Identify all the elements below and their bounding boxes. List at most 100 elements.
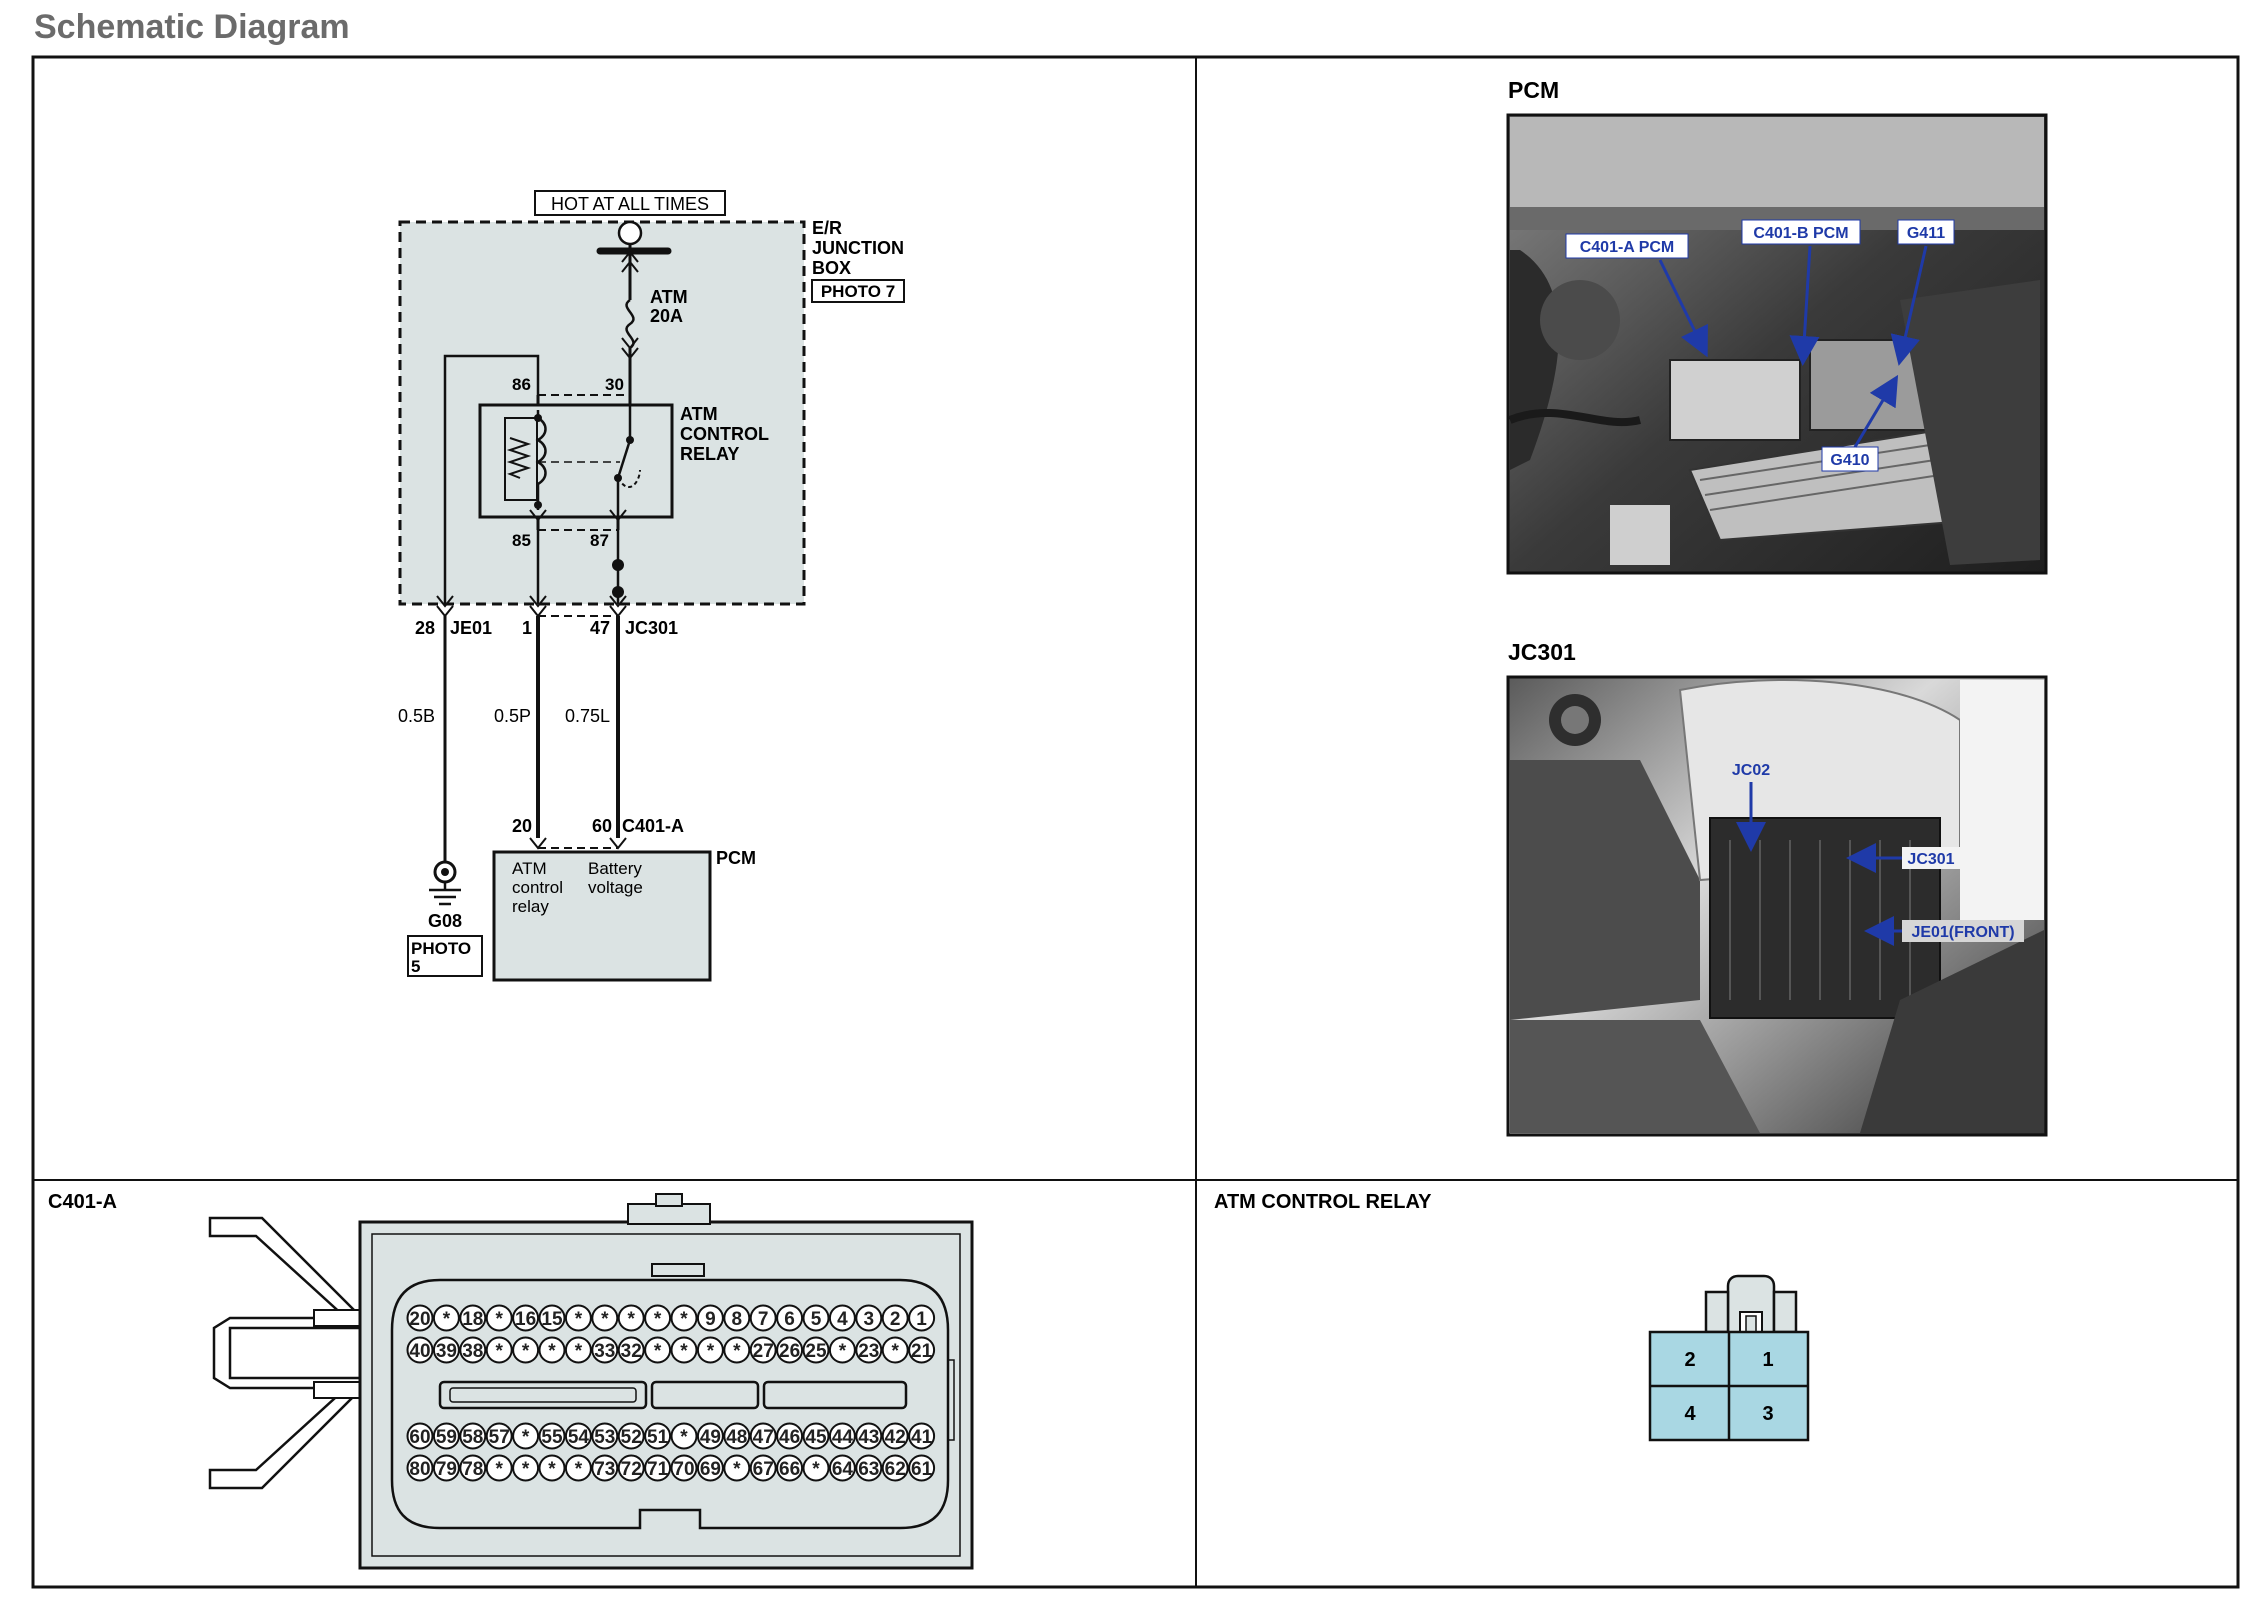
c401a-pin-circle <box>617 1304 645 1332</box>
c401a-pin-label: 38 <box>462 1341 483 1362</box>
c401a-pin-circle <box>591 1454 619 1482</box>
c401a-pin-circle <box>512 1304 540 1332</box>
c401a-pin-label: 43 <box>858 1427 879 1448</box>
c401a-pin-label: * <box>627 1309 635 1330</box>
c401a-pin-label: * <box>443 1309 451 1330</box>
c401a-pin-label: 60 <box>409 1427 430 1448</box>
pcm-func2-line2: voltage <box>588 878 643 897</box>
c401a-pin-circle <box>802 1422 830 1450</box>
c401a-pin-label: 6 <box>784 1309 795 1330</box>
c401a-pin-circle <box>512 1422 540 1450</box>
c401a-pin-label: 49 <box>700 1427 721 1448</box>
jc301-connector: JC301 <box>625 618 678 638</box>
c401a-pin-label: 20 <box>409 1309 430 1330</box>
c401a-pin-circle <box>855 1304 883 1332</box>
arrow-g410 <box>1853 374 1899 448</box>
c401a-pin-circle <box>776 1336 804 1364</box>
c401a-pin-label: 4 <box>837 1309 848 1330</box>
page-title: Schematic Diagram <box>34 8 350 46</box>
c401a-pin-circle <box>459 1336 487 1364</box>
c401a-pin-circle <box>406 1422 434 1450</box>
c401a-pin-circle <box>828 1304 856 1332</box>
c401a-pin-label: 5 <box>811 1309 822 1330</box>
c401a-pin-label: 48 <box>726 1427 747 1448</box>
c401a-pin-circle <box>855 1336 883 1364</box>
c401a-pin-circle <box>564 1336 592 1364</box>
c401a-pin-label: * <box>601 1309 609 1330</box>
wire-label-0-5p: 0.5P <box>494 706 531 726</box>
pcm-func1-line2: control <box>512 878 563 897</box>
c401a-pin-circle <box>406 1454 434 1482</box>
c401a-pin-circle <box>723 1454 751 1482</box>
pcm-func1-line1: ATM <box>512 859 547 878</box>
callout-jc301: JC301 <box>1907 851 1954 868</box>
c401a-pin-label: 40 <box>409 1341 430 1362</box>
callout-c401b-pcm: C401-B PCM <box>1753 225 1848 242</box>
c401a-pin-label: 51 <box>647 1427 669 1448</box>
je01-connector: JE01 <box>450 618 492 638</box>
schematic-diagram: HOT AT ALL TIMES E/R JUNCTION BOX PHOTO … <box>398 190 905 982</box>
layout-frame <box>31 55 2240 1589</box>
c401a-pin-circle <box>749 1336 777 1364</box>
c401a-pin-label: * <box>522 1341 530 1362</box>
c401a-pin-circle <box>538 1454 566 1482</box>
je01-pin: 28 <box>415 618 435 638</box>
c401a-pin-label: 73 <box>594 1459 615 1480</box>
c401a-pin-circle <box>881 1454 909 1482</box>
c401a-pin-circle <box>617 1336 645 1364</box>
c401a-pin-circle <box>881 1422 909 1450</box>
relay-connector-title: ATM CONTROL RELAY <box>1214 1191 1432 1213</box>
c401a-pin-label: * <box>575 1309 583 1330</box>
c401a-pin-label: 62 <box>885 1459 906 1480</box>
c401a-pin-label: 21 <box>911 1341 933 1362</box>
jc301-photo-title: JC301 <box>1508 639 1576 665</box>
c401a-pin-label: 33 <box>594 1341 615 1362</box>
c401a-pin-circle <box>776 1454 804 1482</box>
relay-label-3: RELAY <box>680 444 739 464</box>
c401a-pin-circle <box>670 1454 698 1482</box>
c401a-pin-circle <box>644 1422 672 1450</box>
pcm-func2-line1: Battery <box>588 859 642 878</box>
c401a-pin-circle <box>696 1336 724 1364</box>
c401a-pin-circle <box>670 1336 698 1364</box>
callout-c401a-pcm: C401-A PCM <box>1580 239 1675 256</box>
c401a-pin-label: 69 <box>700 1459 721 1480</box>
c401a-pin-label: 70 <box>673 1459 694 1480</box>
c401a-pin-circle <box>828 1422 856 1450</box>
fuse-name: ATM <box>650 287 688 307</box>
c401a-pin-circle <box>617 1454 645 1482</box>
c401a-pin-circle <box>485 1336 513 1364</box>
c401a-pin-circle <box>459 1304 487 1332</box>
c401a-pin-label: * <box>707 1341 715 1362</box>
relay-pin-87: 87 <box>590 531 609 550</box>
c401a-pin-label: 8 <box>732 1309 743 1330</box>
c401a-pin-label: * <box>522 1427 530 1448</box>
junction-box-label-1: E/R <box>812 218 842 238</box>
c401a-pin-label: * <box>812 1459 820 1480</box>
c401a-pin-label: 61 <box>911 1459 933 1480</box>
c401a-pin-circle <box>670 1422 698 1450</box>
c401a-pin-label: 18 <box>462 1309 483 1330</box>
c401a-pin-label: * <box>495 1341 503 1362</box>
arrow-c401a <box>1658 259 1708 358</box>
c401a-pin-label: 26 <box>779 1341 800 1362</box>
c401a-pin-circle <box>432 1422 460 1450</box>
c401a-pin-label: 59 <box>436 1427 457 1448</box>
c401a-pin-circle <box>591 1304 619 1332</box>
callout-jc02: JC02 <box>1732 762 1770 779</box>
relay-pin-cell-2: 2 <box>1684 1349 1695 1371</box>
c401a-pin-label: 44 <box>832 1427 854 1448</box>
c401a-pin-label: 55 <box>541 1427 563 1448</box>
c401a-pin-circle <box>459 1454 487 1482</box>
c401a-pin-circle <box>644 1454 672 1482</box>
c401a-pin-label: 54 <box>568 1427 590 1448</box>
c401a-pin-circle <box>908 1422 936 1450</box>
c401a-pin-circle <box>802 1454 830 1482</box>
arrow-c401b <box>1789 245 1820 366</box>
c401a-pin-circle <box>564 1422 592 1450</box>
junction-box-label-3: BOX <box>812 258 851 278</box>
c401a-pin-circle <box>723 1422 751 1450</box>
c401a-pin-label: 39 <box>436 1341 457 1362</box>
pcm-label: PCM <box>716 848 756 868</box>
